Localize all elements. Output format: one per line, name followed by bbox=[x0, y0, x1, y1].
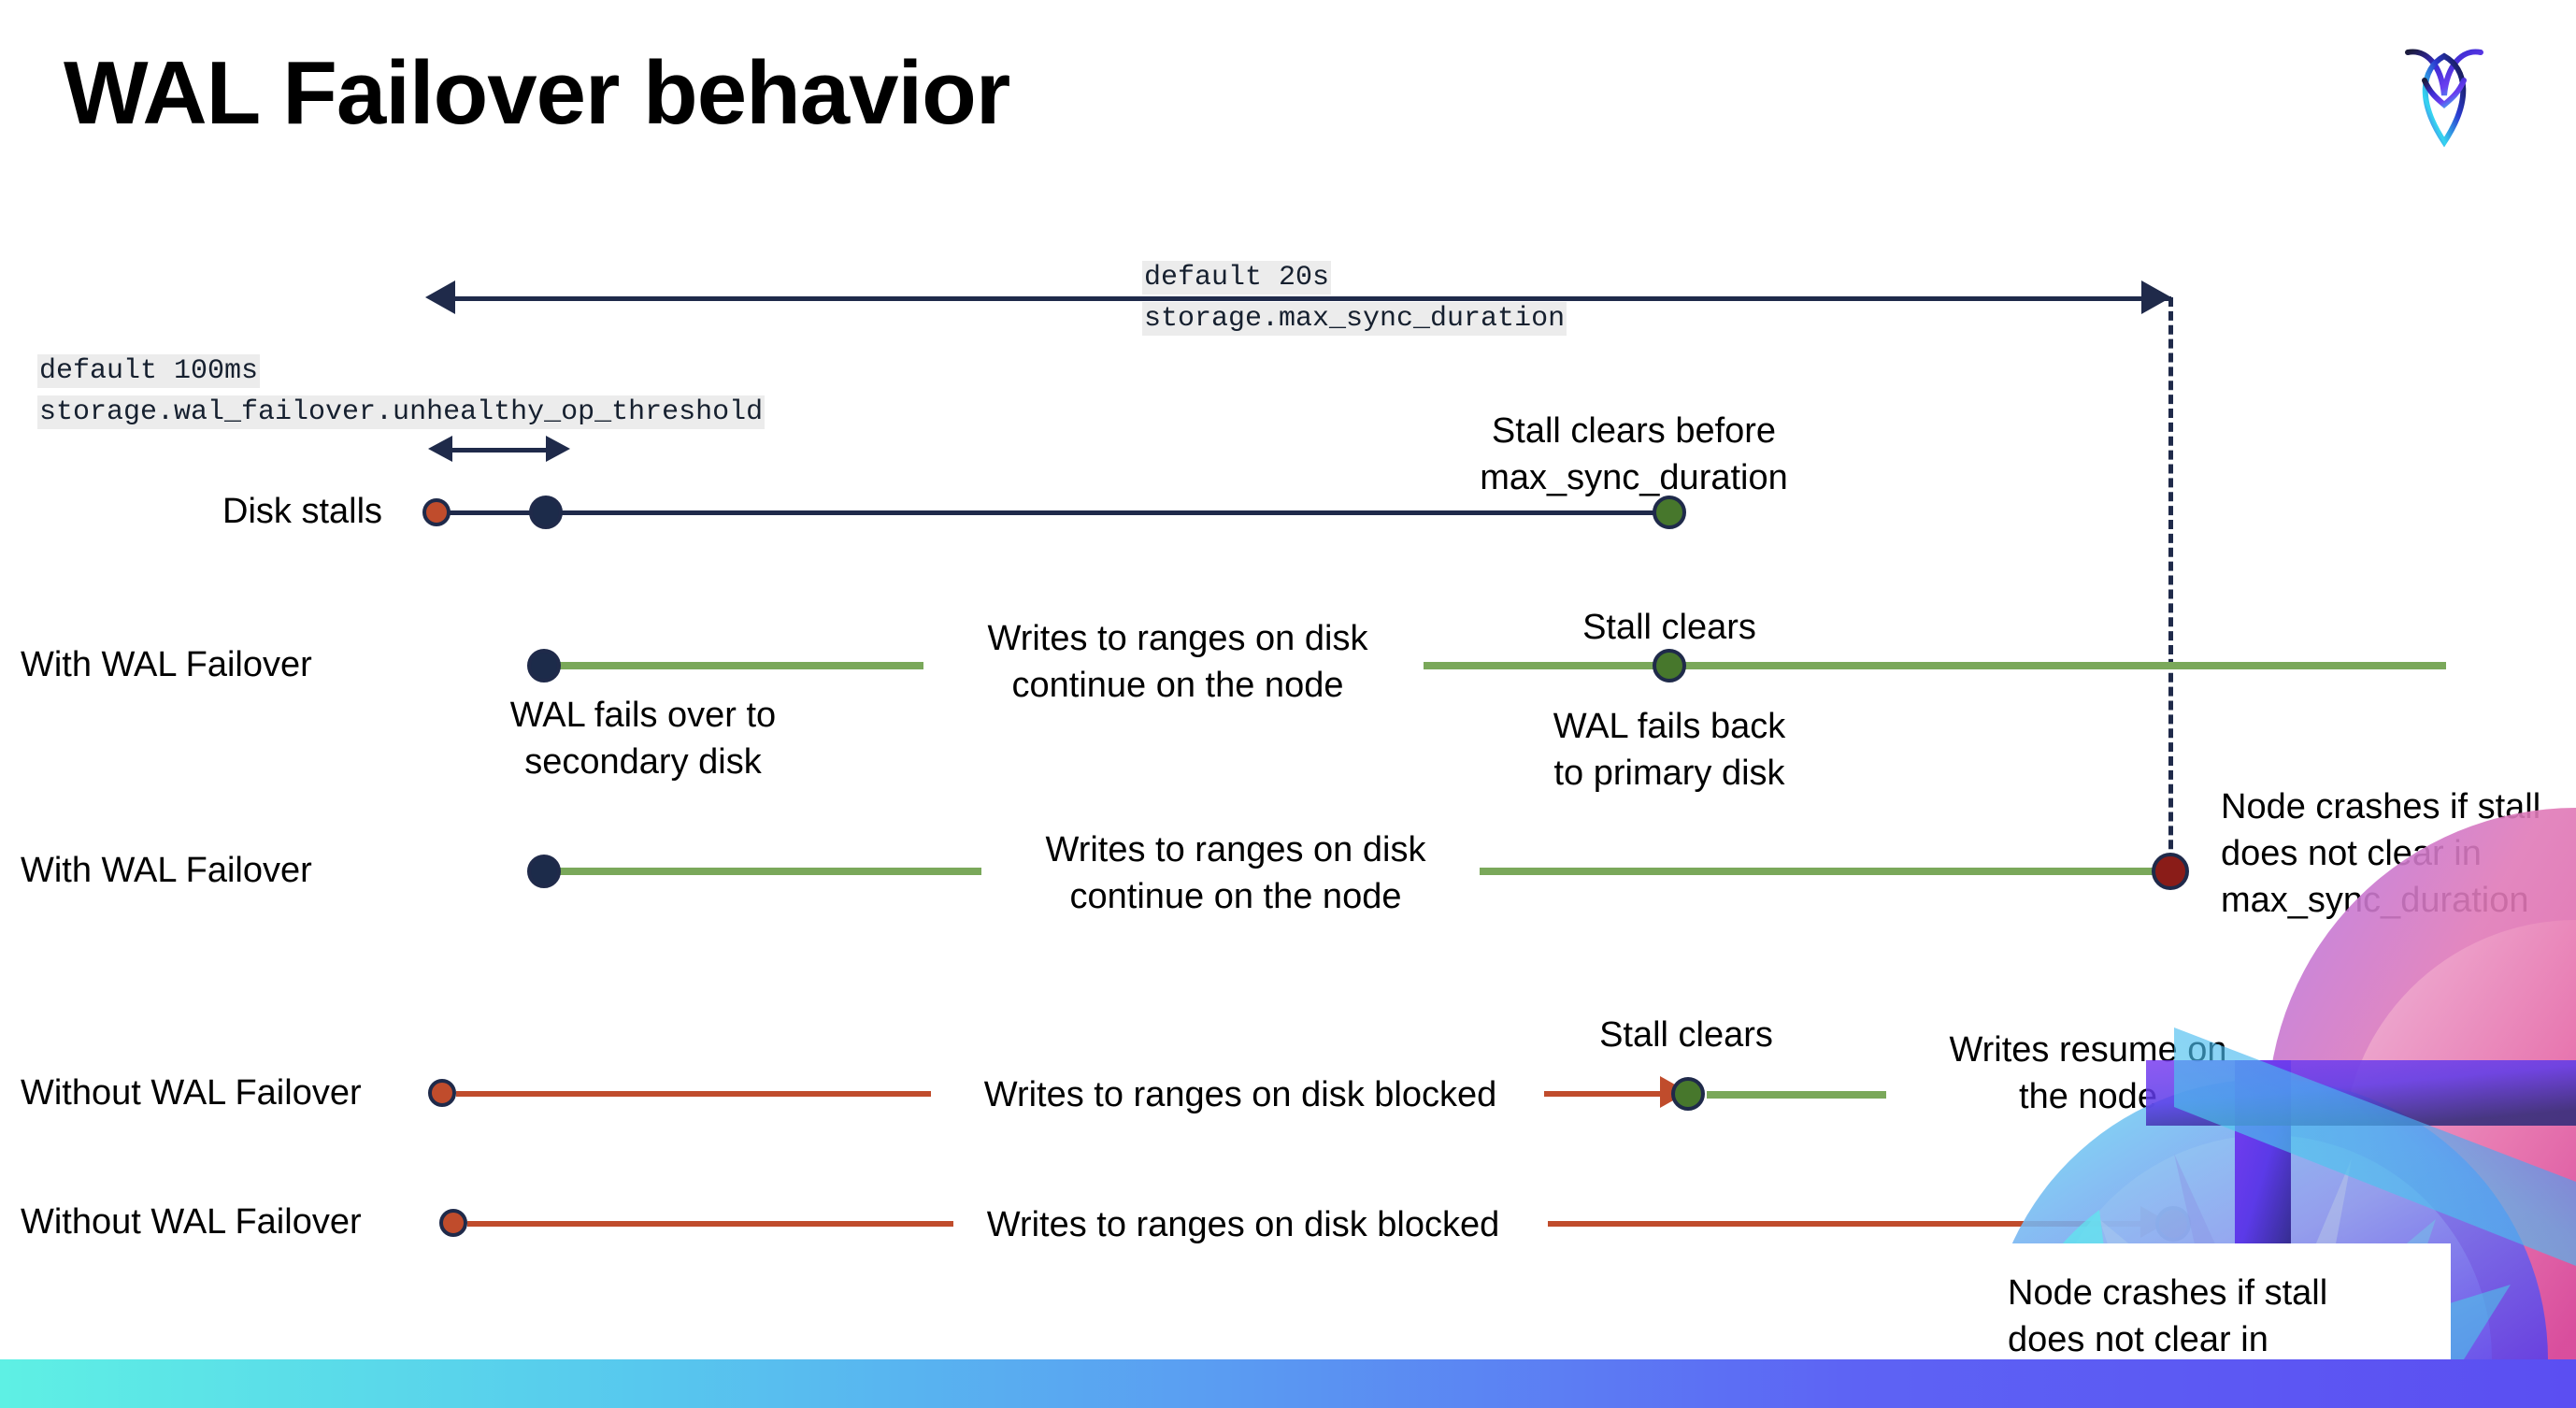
annotation-writes-resume: Writes resume on the node bbox=[1892, 1027, 2284, 1120]
with-wal-failover-1-segment-b bbox=[1424, 662, 2446, 669]
annotation-writes-resume-line1: Writes resume on bbox=[1949, 1030, 2227, 1070]
disk-stalls-clear-dot[interactable] bbox=[1653, 496, 1686, 529]
without-wal-failover-2-crash-dot[interactable] bbox=[2155, 1206, 2191, 1242]
annotation-stall-clears-before-line2: max_sync_duration bbox=[1480, 458, 1788, 498]
max-sync-duration-left-arrowhead bbox=[425, 280, 455, 314]
max-sync-duration-right-arrowhead bbox=[2141, 280, 2171, 314]
annotation-stall-clears-before-line1: Stall clears before bbox=[1491, 411, 1777, 451]
max-sync-duration-default-text: default 20s bbox=[1142, 261, 1332, 295]
unhealthy-op-threshold-span-line bbox=[451, 448, 550, 453]
annotation-node-crashes-row3: Node crashes if stall does not clear in … bbox=[2221, 783, 2576, 924]
max-sync-duration-span-line bbox=[453, 296, 2171, 301]
unhealthy-op-threshold-default-text: default 100ms bbox=[37, 354, 261, 388]
annotation-node-crashes-row5-line1: Node crashes if stall bbox=[2008, 1273, 2328, 1313]
annotation-wal-fails-back-line2: to primary disk bbox=[1553, 754, 1785, 794]
annotation-node-crashes-row5-line2: does not clear in bbox=[2008, 1320, 2268, 1360]
without-wal-failover-2-blocked-line-b bbox=[1548, 1221, 2155, 1227]
annotation-node-crashes-row3-line1: Node crashes if stall bbox=[2221, 787, 2541, 826]
disk-stalls-start-dot[interactable] bbox=[422, 498, 451, 526]
annotation-writes-continue-2: Writes to ranges on disk continue on the… bbox=[993, 826, 1479, 920]
with-wal-failover-2-failover-dot[interactable] bbox=[527, 855, 561, 888]
annotation-node-crashes-row3-line2: does not clear in bbox=[2221, 834, 2482, 874]
max-sync-duration-dashed-guide bbox=[2168, 297, 2173, 877]
without-wal-failover-1-blocked-line-b bbox=[1544, 1091, 1662, 1097]
without-wal-failover-2-start-dot[interactable] bbox=[439, 1209, 467, 1237]
annotation-wal-fails-back-line1: WAL fails back bbox=[1553, 707, 1786, 746]
without-wal-failover-1-resume-line-a bbox=[1707, 1091, 1886, 1099]
annotation-writes-resume-line2: the node bbox=[2019, 1077, 2157, 1117]
with-wal-failover-1-failover-dot[interactable] bbox=[527, 649, 561, 682]
annotation-writes-blocked-row4: Writes to ranges on disk blocked bbox=[983, 1075, 1497, 1114]
max-sync-duration-default-callout: default 20s bbox=[1142, 258, 1332, 299]
annotation-writes-continue-1: Writes to ranges on disk continue on the… bbox=[935, 615, 1421, 709]
annotation-wal-fails-over-line2: secondary disk bbox=[524, 742, 762, 783]
annotation-writes-continue-2-line1: Writes to ranges on disk bbox=[1045, 830, 1426, 869]
with-wal-failover-1-clear-dot[interactable] bbox=[1653, 649, 1686, 682]
unhealthy-op-threshold-default-callout: default 100ms bbox=[37, 352, 261, 393]
disk-stalls-timeline bbox=[437, 510, 1671, 515]
with-wal-failover-2-crash-dot[interactable] bbox=[2152, 853, 2189, 890]
annotation-stall-clears-before: Stall clears before max_sync_duration bbox=[1438, 408, 1830, 501]
annotation-stall-clears-row2: Stall clears bbox=[1582, 608, 1756, 647]
page-title: WAL Failover behavior bbox=[64, 43, 1010, 143]
without-wal-failover-1-blocked-line-a bbox=[456, 1091, 931, 1097]
annotation-wal-fails-over: WAL fails over to secondary disk bbox=[447, 692, 839, 785]
max-sync-duration-setting-text: storage.max_sync_duration bbox=[1142, 302, 1567, 336]
without-wal-failover-1-clear-dot[interactable] bbox=[1671, 1077, 1705, 1111]
row-label-with-wal-failover-1: With WAL Failover bbox=[21, 645, 312, 684]
annotation-writes-continue-2-line2: continue on the node bbox=[1069, 877, 1402, 917]
bottom-gradient-bar bbox=[0, 1359, 2576, 1408]
without-wal-failover-1-start-dot[interactable] bbox=[428, 1079, 456, 1107]
annotation-writes-continue-1-line2: continue on the node bbox=[1011, 666, 1344, 706]
without-wal-failover-1-resume-line-b bbox=[2284, 1091, 2451, 1099]
row-label-disk-stalls: Disk stalls bbox=[222, 492, 383, 531]
unhealthy-op-threshold-left-arrowhead bbox=[428, 436, 452, 462]
max-sync-duration-setting-callout: storage.max_sync_duration bbox=[1142, 299, 1567, 340]
with-wal-failover-2-segment-b bbox=[1480, 868, 2176, 875]
annotation-node-crashes-row3-line3: max_sync_duration bbox=[2221, 881, 2529, 921]
unhealthy-op-threshold-setting-callout: storage.wal_failover.unhealthy_op_thresh… bbox=[37, 393, 766, 434]
row-label-without-wal-failover-1: Without WAL Failover bbox=[21, 1073, 362, 1113]
unhealthy-op-threshold-right-arrowhead bbox=[546, 436, 570, 462]
cockroachdb-logo-icon bbox=[2393, 28, 2496, 150]
annotation-writes-blocked-row5: Writes to ranges on disk blocked bbox=[986, 1205, 1500, 1244]
row-label-with-wal-failover-2: With WAL Failover bbox=[21, 851, 312, 890]
unhealthy-op-threshold-setting-text: storage.wal_failover.unhealthy_op_thresh… bbox=[37, 395, 766, 429]
annotation-stall-clears-row4: Stall clears bbox=[1599, 1015, 1773, 1055]
annotation-writes-continue-1-line1: Writes to ranges on disk bbox=[987, 619, 1368, 658]
annotation-wal-fails-back: WAL fails back to primary disk bbox=[1482, 703, 1856, 797]
annotation-wal-fails-over-line1: WAL fails over to bbox=[509, 696, 777, 735]
with-wal-failover-2-segment-a bbox=[542, 868, 981, 875]
with-wal-failover-1-segment-a bbox=[542, 662, 923, 669]
without-wal-failover-2-blocked-line-a bbox=[467, 1221, 953, 1227]
row-label-without-wal-failover-2: Without WAL Failover bbox=[21, 1202, 362, 1242]
disk-stalls-threshold-dot[interactable] bbox=[529, 496, 563, 529]
